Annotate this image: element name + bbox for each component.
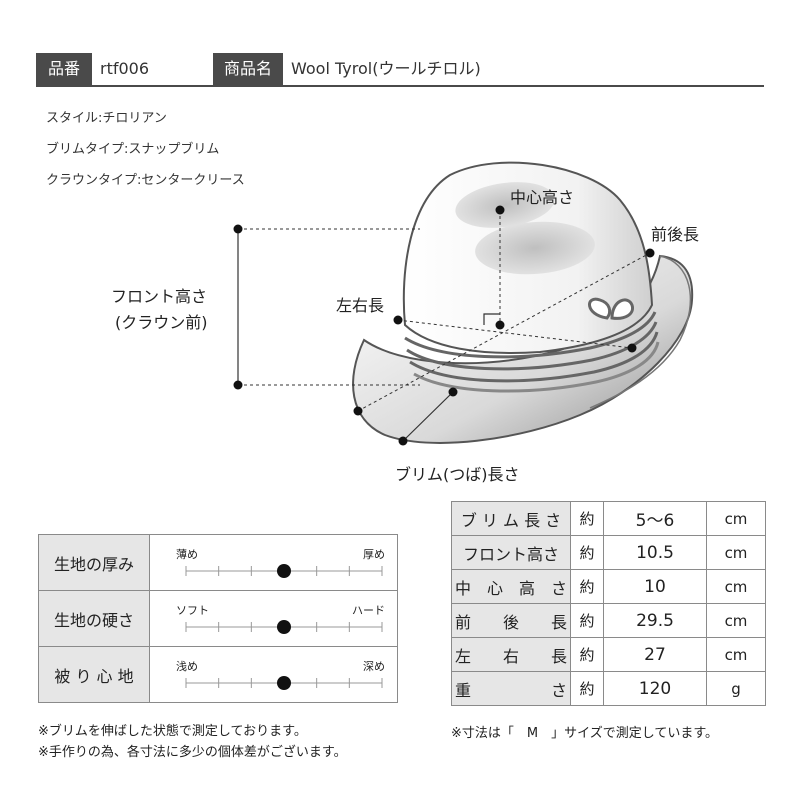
size-unit: cm xyxy=(706,637,766,672)
measurement-points xyxy=(233,205,655,446)
size-value: 5～6 xyxy=(603,501,707,536)
size-approx: 約 xyxy=(570,671,604,706)
note-size-measured: ※寸法は「 M 」サイズで測定しています。 xyxy=(451,726,719,741)
hat-crown xyxy=(402,161,654,354)
size-value: 27 xyxy=(603,637,707,672)
size-value: 120 xyxy=(603,671,707,706)
product-name-value: Wool Tyrol(ウールチロル) xyxy=(291,59,481,78)
product-code-label: 品番 xyxy=(36,53,92,85)
note-handmade: ※手作りの為、各寸法に多少の個体差がございます。 xyxy=(38,745,347,760)
size-label: 重 さ xyxy=(451,671,571,706)
scale-left-label: 浅め xyxy=(176,660,198,673)
size-label: 前 後 長 xyxy=(451,603,571,638)
product-code-value: rtf006 xyxy=(100,59,150,78)
size-label: ブ リ ム 長 さ xyxy=(451,501,571,536)
size-unit: cm xyxy=(706,569,766,604)
hat-band xyxy=(404,311,660,393)
scale-marker xyxy=(277,676,291,690)
fabric-feel-table: 生地の厚み 薄め 厚め生地の硬さ ソフト ハード被 り 心 地 浅め 深め xyxy=(38,534,398,703)
feel-label: 生地の厚み xyxy=(38,534,150,591)
label-brim-length: ブリム(つば)長さ xyxy=(395,465,520,484)
cord-knot-ornament xyxy=(588,297,635,320)
size-unit: g xyxy=(706,671,766,706)
feel-row: 生地の硬さ ソフト ハード xyxy=(38,590,398,647)
size-approx: 約 xyxy=(570,535,604,570)
size-value: 29.5 xyxy=(603,603,707,638)
spec-crown-type: クラウンタイプ:センタークリース xyxy=(46,173,245,188)
product-name-label: 商品名 xyxy=(213,53,283,85)
size-approx: 約 xyxy=(570,637,604,672)
scale-marker xyxy=(277,564,291,578)
spec-brim-type: ブリムタイプ:スナップブリム xyxy=(46,142,220,157)
scale-right-label: 厚め xyxy=(363,548,385,561)
header-divider xyxy=(36,85,764,87)
label-center-height: 中心高さ xyxy=(510,188,575,207)
spec-style: スタイル:チロリアン xyxy=(46,111,167,126)
size-approx: 約 xyxy=(570,603,604,638)
scale-left-label: 薄め xyxy=(176,548,198,561)
label-side-length: 左右長 xyxy=(336,296,385,315)
size-approx: 約 xyxy=(570,569,604,604)
size-unit: cm xyxy=(706,501,766,536)
scale-right-label: 深め xyxy=(363,660,385,673)
label-front-back-length: 前後長 xyxy=(651,225,700,244)
feel-scale-cell: 浅め 深め xyxy=(149,646,398,703)
scale-left-label: ソフト xyxy=(176,604,209,617)
feel-row: 生地の厚み 薄め 厚め xyxy=(38,534,398,591)
measurement-solid-lines xyxy=(237,229,500,442)
hat-measurement-diagram xyxy=(233,161,694,446)
size-value: 10 xyxy=(603,569,707,604)
feel-label: 被 り 心 地 xyxy=(38,646,150,703)
size-value: 10.5 xyxy=(603,535,707,570)
scale-track xyxy=(185,676,383,690)
size-unit: cm xyxy=(706,535,766,570)
label-front-height: フロント高さ xyxy=(111,287,208,306)
size-label: フロント高さ xyxy=(451,535,571,570)
scale-track xyxy=(185,620,383,634)
feel-scale-cell: 薄め 厚め xyxy=(149,534,398,591)
size-approx: 約 xyxy=(570,501,604,536)
size-unit: cm xyxy=(706,603,766,638)
feel-row: 被 り 心 地 浅め 深め xyxy=(38,646,398,703)
measurement-lines xyxy=(238,210,651,412)
scale-track xyxy=(185,564,383,578)
feel-label: 生地の硬さ xyxy=(38,590,150,647)
note-brim-measure: ※ブリムを伸ばした状態で測定しております。 xyxy=(38,724,307,739)
scale-right-label: ハード xyxy=(352,604,385,617)
size-label: 左 右 長 xyxy=(451,637,571,672)
scale-marker xyxy=(277,620,291,634)
label-front-height-sub: (クラウン前) xyxy=(115,313,208,332)
size-label: 中 心 高 さ xyxy=(451,569,571,604)
feel-scale-cell: ソフト ハード xyxy=(149,590,398,647)
